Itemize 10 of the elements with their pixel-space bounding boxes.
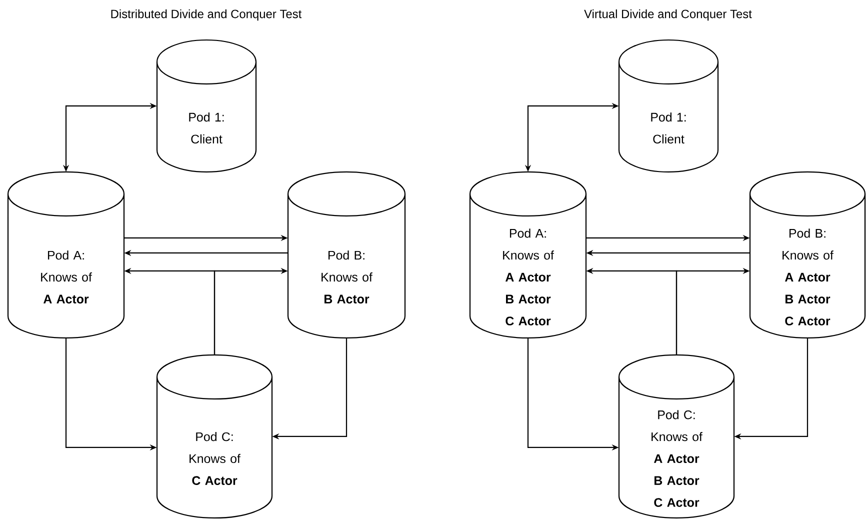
cylinder: Pod C: Knows of A Actor B Actor C Actor: [618, 354, 735, 519]
cylinder: Pod A: Knows of A Actor: [7, 171, 125, 339]
cylinder: Pod B: Knows of B Actor: [287, 171, 406, 339]
title-text: Virtual Divide and Conquer Test: [584, 9, 752, 21]
cylinder: Pod B: Knows of A Actor B Actor C Actor: [749, 171, 866, 339]
cylinder: Pod 1: Client: [618, 39, 719, 173]
cylinder: Pod 1: Client: [156, 39, 257, 173]
cylinder: Pod C: Knows of C Actor: [156, 354, 273, 519]
title-text: Distributed Divide and Conquer Test: [111, 9, 302, 21]
cylinder: Pod A: Knows of A Actor B Actor C Actor: [469, 171, 587, 339]
